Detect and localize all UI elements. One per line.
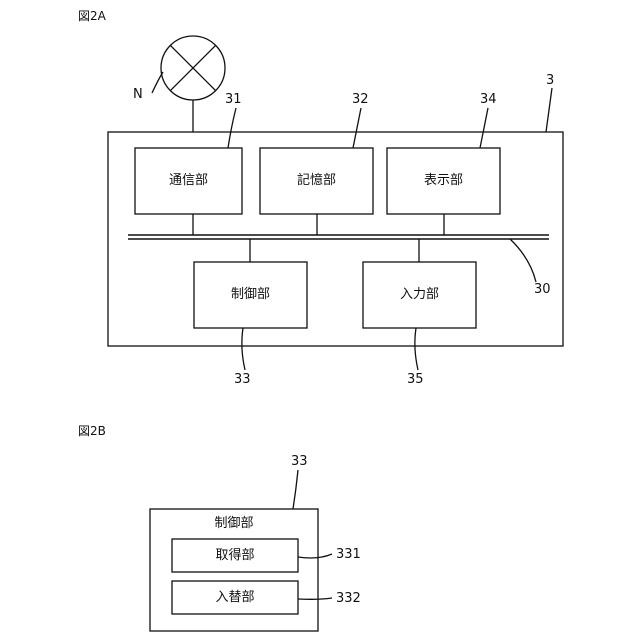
sub-block-replace: 入替部 [172,591,298,604]
block-control: 制御部 [194,288,307,301]
sub-block-acquire: 取得部 [172,549,298,562]
network-label: N [133,88,143,101]
figure-2b-label: 図2B [78,425,106,437]
ref-storage: 32 [352,93,369,106]
block-storage: 記憶部 [260,174,373,187]
ref-device: 3 [546,74,554,87]
ref-display: 34 [480,93,497,106]
block-display: 表示部 [387,174,500,187]
network-node-icon [161,36,225,100]
ref-bus: 30 [534,283,551,296]
figure-2a-label: 図2A [78,10,106,22]
ref-control-unit: 33 [291,455,308,468]
ref-replace: 332 [336,592,361,605]
ref-control: 33 [234,373,251,386]
ref-acquire: 331 [336,548,361,561]
block-communication: 通信部 [135,174,242,187]
network-leader [152,72,163,93]
block-input: 入力部 [363,288,476,301]
ref-communication: 31 [225,93,242,106]
ref-input: 35 [407,373,424,386]
control-unit-title: 制御部 [150,517,318,530]
